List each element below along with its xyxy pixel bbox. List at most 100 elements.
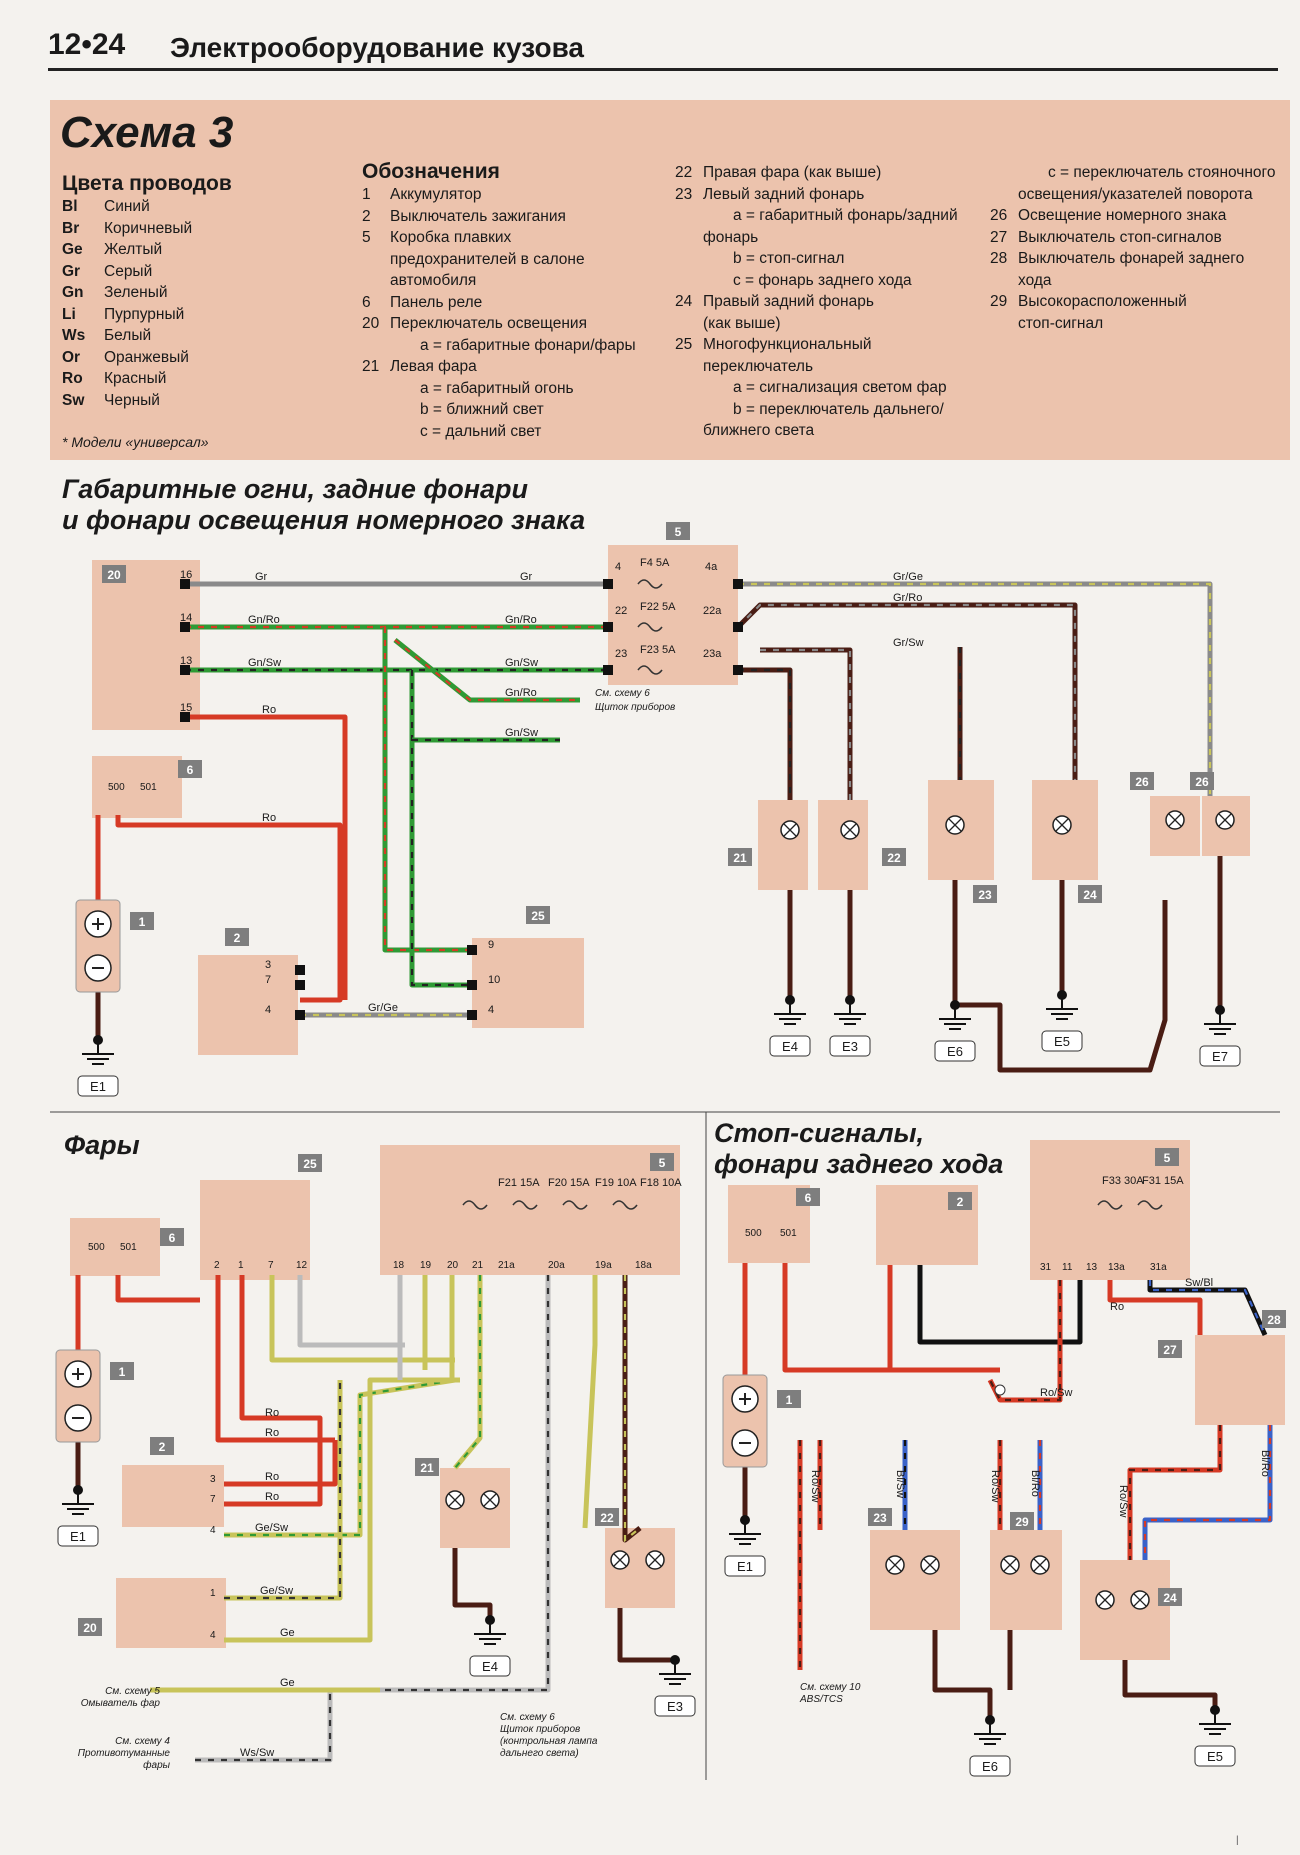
fuse-f33-label: F33 30A: [1102, 1175, 1144, 1187]
lamp-29a-cross: [1003, 1558, 1017, 1572]
page-edge-mark: |: [1236, 1835, 1239, 1846]
component-2-tag: [948, 1192, 972, 1210]
wire-label: Bl/Ro: [1259, 1450, 1271, 1477]
fuse-f20-label: F20 15A: [548, 1177, 590, 1189]
fuse-f20: [512, 1200, 538, 1210]
terminal-18a: 18a: [635, 1260, 652, 1271]
ref-abs-tcs: ABS/TCS: [799, 1694, 843, 1705]
legend-item-text: Левая фара: [390, 358, 477, 375]
schema-title: Схема 3: [60, 108, 234, 157]
legend-item-number: 24: [675, 293, 693, 310]
terminal-22a: 22a: [703, 605, 722, 617]
component-22-number: 22: [600, 1511, 614, 1525]
terminal-3: 3: [265, 959, 271, 971]
legend-item-text: хода: [1018, 271, 1052, 289]
ground-E5-frame: [1041, 1030, 1083, 1052]
wire-label: Ws/Sw: [240, 1747, 274, 1759]
wire-ge-sw-stripe: [224, 1378, 456, 1537]
ignition-switch-2: [122, 1465, 224, 1527]
wire-ge-ws-22: [582, 1275, 598, 1529]
ref-high-beam-lamp-2: дальнего света): [500, 1748, 579, 1759]
terminal-4: 4: [488, 1004, 494, 1016]
fuse-f23: [637, 665, 663, 675]
wire-ge-25: [269, 1275, 455, 1363]
legend-item-number: 6: [362, 293, 371, 311]
wire-connector: [295, 1010, 305, 1020]
component-23-tag: [868, 1508, 892, 1526]
component-2-number: 2: [159, 1440, 166, 1454]
terminal-7: 7: [265, 974, 271, 986]
wire-label: Gn/Sw: [505, 727, 538, 739]
fuse-f18-label: F18 10A: [640, 1177, 682, 1189]
component-26-tag: [1190, 772, 1214, 790]
component-21-number: 21: [420, 1461, 434, 1475]
wire-ge: [224, 1377, 460, 1643]
terminal-13a: 13a: [1108, 1262, 1125, 1273]
legend-item-text: освещения/указателей поворота: [1018, 185, 1253, 203]
terminal-4: 4: [615, 561, 621, 573]
legend-item: (как выше): [675, 313, 958, 335]
component-2-tag: [225, 928, 249, 946]
fuse-f19: [562, 1200, 588, 1210]
fuse-f4-label: F4 5A: [640, 557, 670, 569]
ground-E6-label: E6: [947, 1044, 963, 1059]
wire-connector: [467, 1010, 477, 1020]
terminal-31a: 31a: [1150, 1262, 1167, 1273]
legend-item-number: 28: [990, 250, 1008, 267]
legend-item-text: ближнего света: [703, 422, 815, 439]
section-title-headlights: Фары: [64, 1130, 140, 1161]
terminal-3: 3: [210, 1474, 216, 1485]
component-2-number: 2: [234, 931, 241, 945]
component-6-tag: [178, 760, 202, 778]
wire-label: Gr/Ro: [893, 592, 922, 604]
ground-E4-frame: [769, 1035, 811, 1057]
lamp-23a-cross: [948, 818, 962, 832]
ref-schema-4: См. схему 4: [115, 1736, 170, 1747]
wire-color-name: Черный: [104, 391, 160, 409]
component-1-number: 1: [786, 1393, 793, 1407]
wire-label: Ro: [262, 812, 276, 824]
relay-panel-box: [92, 756, 182, 818]
component-24-tag: [1158, 1588, 1182, 1606]
legend-item: b = стоп-сигнал: [675, 248, 958, 270]
terminal-4: 4: [210, 1525, 216, 1536]
terminal-500: 500: [88, 1242, 105, 1253]
component-22-tag: [595, 1508, 619, 1526]
wire-connector: [180, 579, 190, 589]
component-22-tag: [882, 848, 906, 866]
lamp-21c-cross: [483, 1493, 497, 1507]
wire-sw-ign: [917, 1265, 1083, 1345]
legend-item-text: Левый задний фонарь: [703, 185, 865, 203]
wire-label: Ro/Sw: [809, 1470, 821, 1502]
legend-item: c = дальний свет: [362, 421, 636, 443]
component-1-tag: [130, 912, 154, 930]
ground-E6-3-label: E6: [982, 1759, 998, 1774]
ref-schema-6: См. схему 6: [595, 688, 650, 699]
wire-ro-501-3: [782, 1263, 1000, 1373]
terminal-11: 11: [1062, 1262, 1073, 1273]
wire-color-code: Bl: [62, 198, 78, 215]
terminal-22: 22: [615, 605, 627, 617]
wire-color-code: Sw: [62, 391, 85, 409]
wire-label: Ro: [265, 1471, 279, 1483]
legend-item-text: фонарь: [703, 228, 759, 246]
wire-ws-sw-stripe: [195, 1275, 550, 1762]
component-26-number: 26: [1195, 775, 1209, 789]
component-21-tag: [415, 1458, 439, 1476]
component-20-number: 20: [107, 568, 121, 582]
wire-ws-ge-stripe: [623, 1275, 641, 1543]
terminal-20a: 20a: [548, 1260, 565, 1271]
wire-colors-heading: Цвета проводов: [62, 172, 232, 195]
ground-E1-label: E1: [90, 1079, 106, 1094]
ground-E5-3-label: E5: [1207, 1749, 1223, 1764]
wire-ge-sw-21: [453, 1275, 483, 1470]
legend-item-text: автомобиля: [390, 272, 477, 289]
wire-label: Bl/Ro: [1029, 1470, 1041, 1497]
component-21-number: 21: [733, 851, 747, 865]
wire-connector: [733, 579, 743, 589]
